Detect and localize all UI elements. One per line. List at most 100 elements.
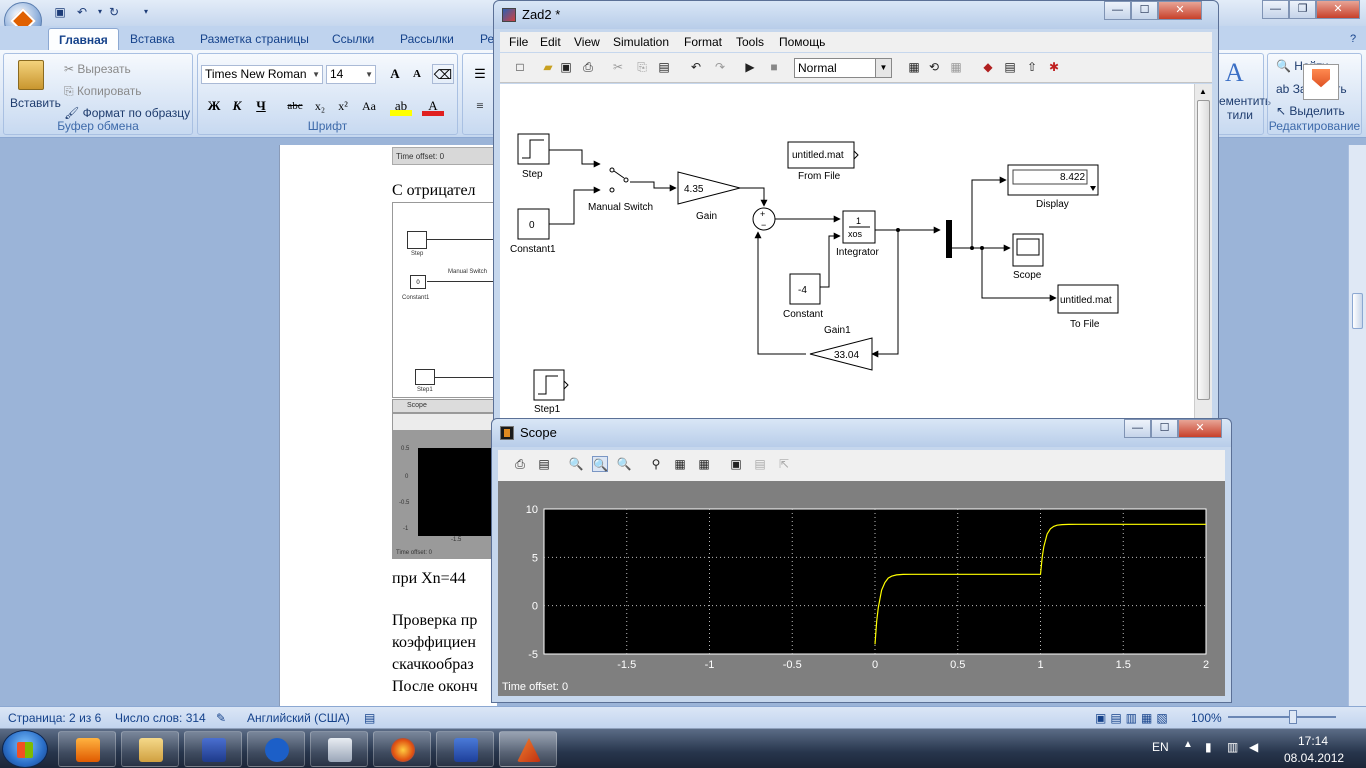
menu-file[interactable]: File <box>509 35 529 49</box>
grow-font-button[interactable]: A <box>390 66 400 81</box>
tab-page-layout[interactable]: Разметка страницы <box>200 32 309 46</box>
scope-block[interactable] <box>1012 233 1044 267</box>
save-icon[interactable]: ▣ <box>54 5 66 19</box>
autoscale-icon[interactable]: ⚲ <box>651 457 661 471</box>
scroll-thumb[interactable] <box>1197 100 1210 400</box>
taskbar-word[interactable] <box>436 731 494 767</box>
debug-icon[interactable]: ✱ <box>1048 60 1060 74</box>
menu-edit[interactable]: Edit <box>540 35 561 49</box>
subscript-button[interactable]: x₂ <box>314 99 326 113</box>
font-color-icon[interactable]: A <box>422 96 444 116</box>
zoom-y-icon[interactable]: 🔍 <box>616 457 632 471</box>
maximize-icon[interactable]: ☐ <box>1151 419 1178 438</box>
undo-dropdown-icon[interactable]: ▾ <box>97 7 102 16</box>
minimize-icon[interactable]: — <box>1124 419 1151 438</box>
font-size-select[interactable]: 14▼ <box>326 65 376 84</box>
taskbar-save[interactable] <box>184 731 242 767</box>
menu-view[interactable]: View <box>574 35 600 49</box>
simulation-mode-select[interactable]: Normal ▼ <box>794 58 892 78</box>
add-in-icon[interactable] <box>1303 64 1339 100</box>
tray-expand-icon[interactable]: ▲ <box>1183 739 1193 750</box>
copy-icon[interactable]: ⎘ <box>637 60 647 74</box>
paste-button[interactable]: Вставить <box>10 96 61 110</box>
model-explorer-icon[interactable]: ▤ <box>1004 60 1016 74</box>
library-browser-icon[interactable]: ◆ <box>983 60 993 74</box>
close-icon[interactable]: ✕ <box>1158 1 1202 20</box>
shrink-font-button[interactable]: A <box>413 68 421 80</box>
italic-button[interactable]: К <box>232 98 242 113</box>
taskbar-media-player[interactable] <box>58 731 116 767</box>
redo-icon[interactable]: ↷ <box>714 60 726 74</box>
display-block[interactable] <box>1007 164 1099 196</box>
clock-time[interactable]: 17:14 <box>1298 734 1329 748</box>
tray-devices-icon[interactable]: ▮ <box>1205 740 1212 754</box>
step-block[interactable] <box>517 133 550 165</box>
help-icon[interactable]: ? <box>1350 33 1357 45</box>
mux-block[interactable] <box>946 220 952 258</box>
macro-icon[interactable]: ▤ <box>364 711 376 725</box>
menu-help[interactable]: Помощь <box>779 35 826 49</box>
underline-button[interactable]: Ч <box>256 98 266 113</box>
constant-block[interactable] <box>789 273 821 305</box>
change-styles-icon[interactable]: A <box>1225 58 1244 87</box>
to-file-block[interactable] <box>1057 284 1119 314</box>
tab-home[interactable]: Главная <box>48 28 119 50</box>
page-count[interactable]: Страница: 2 из 6 <box>8 711 102 725</box>
change-case-button[interactable]: Aa <box>362 99 376 113</box>
minimize-icon[interactable]: — <box>1262 0 1289 19</box>
integrator-block[interactable] <box>842 210 876 244</box>
embedded-scope-image[interactable]: Scope 0.5 0 -0.5 -1 -1.5 Time offset: 0 <box>392 399 497 559</box>
gain-block[interactable] <box>677 171 741 205</box>
paste-icon[interactable] <box>18 60 44 90</box>
maximize-icon[interactable]: ☐ <box>1131 1 1158 20</box>
highlight-icon[interactable]: ab <box>390 96 412 116</box>
cut-button[interactable]: ✂ Вырезать <box>64 62 131 76</box>
strikethrough-button[interactable]: abc <box>287 100 303 112</box>
spellcheck-icon[interactable]: ✎ <box>216 711 227 725</box>
model-vertical-scrollbar[interactable]: ▲ <box>1194 84 1212 418</box>
select-button[interactable]: ↖ Выделить <box>1276 104 1345 118</box>
styles-label[interactable]: тили <box>1227 108 1253 122</box>
cut-icon[interactable]: ✂ <box>612 60 624 74</box>
embedded-model-image[interactable]: Step 0 Constant1 Manual Switch Step1 <box>392 202 497 398</box>
font-family-select[interactable]: Times New Roman▼ <box>201 65 323 84</box>
start-simulation-icon[interactable]: ▶ <box>745 60 755 74</box>
zoom-slider-thumb[interactable] <box>1289 710 1297 724</box>
build-icon[interactable]: ▦ <box>908 60 920 74</box>
parameters-icon[interactable]: ▤ <box>538 457 550 471</box>
sum-block[interactable]: + − <box>752 207 776 231</box>
signal-selection-icon[interactable]: ⇱ <box>778 457 790 471</box>
new-model-icon[interactable]: □ <box>516 60 524 74</box>
bold-button[interactable]: Ж <box>207 98 221 113</box>
taskbar-bluetooth[interactable] <box>247 731 305 767</box>
copy-button[interactable]: ⎘ Копировать <box>64 84 142 98</box>
tray-network-icon[interactable]: ▥ <box>1227 740 1239 754</box>
menu-simulation[interactable]: Simulation <box>613 35 670 49</box>
taskbar-explorer[interactable] <box>121 731 179 767</box>
document-vertical-scrollbar[interactable] <box>1348 145 1366 706</box>
undo-icon[interactable]: ↶ <box>690 60 702 74</box>
close-icon[interactable]: ✕ <box>1316 0 1360 19</box>
lock-axes-icon[interactable]: ▤ <box>754 457 766 471</box>
tab-mailings[interactable]: Рассылки <box>400 32 454 46</box>
step1-block[interactable] <box>533 369 569 401</box>
zoom-slider[interactable] <box>1228 716 1336 718</box>
tab-review[interactable]: Ре <box>480 32 495 46</box>
build-subsystem-icon[interactable]: ▦ <box>950 60 962 74</box>
start-button[interactable] <box>2 730 48 768</box>
zoom-x-icon[interactable]: 🔍 <box>592 456 608 472</box>
paste-icon[interactable]: ▤ <box>658 60 670 74</box>
tab-references[interactable]: Ссылки <box>332 32 375 46</box>
print-icon[interactable]: ⎙ <box>515 457 525 471</box>
clock-date[interactable]: 08.04.2012 <box>1284 751 1345 765</box>
align-left-icon[interactable]: ≡ <box>476 98 484 113</box>
model-canvas[interactable]: + − <box>500 84 1194 418</box>
language-indicator[interactable]: Английский (США) <box>247 711 350 725</box>
update-diagram-icon[interactable]: ⟲ <box>928 60 940 74</box>
zoom-icon[interactable]: 🔍 <box>568 457 584 471</box>
constant1-block[interactable] <box>517 208 550 240</box>
print-icon[interactable]: ⎙ <box>583 60 593 74</box>
scroll-up-icon[interactable]: ▲ <box>1199 87 1207 96</box>
undo-icon[interactable]: ↶ <box>76 5 88 19</box>
